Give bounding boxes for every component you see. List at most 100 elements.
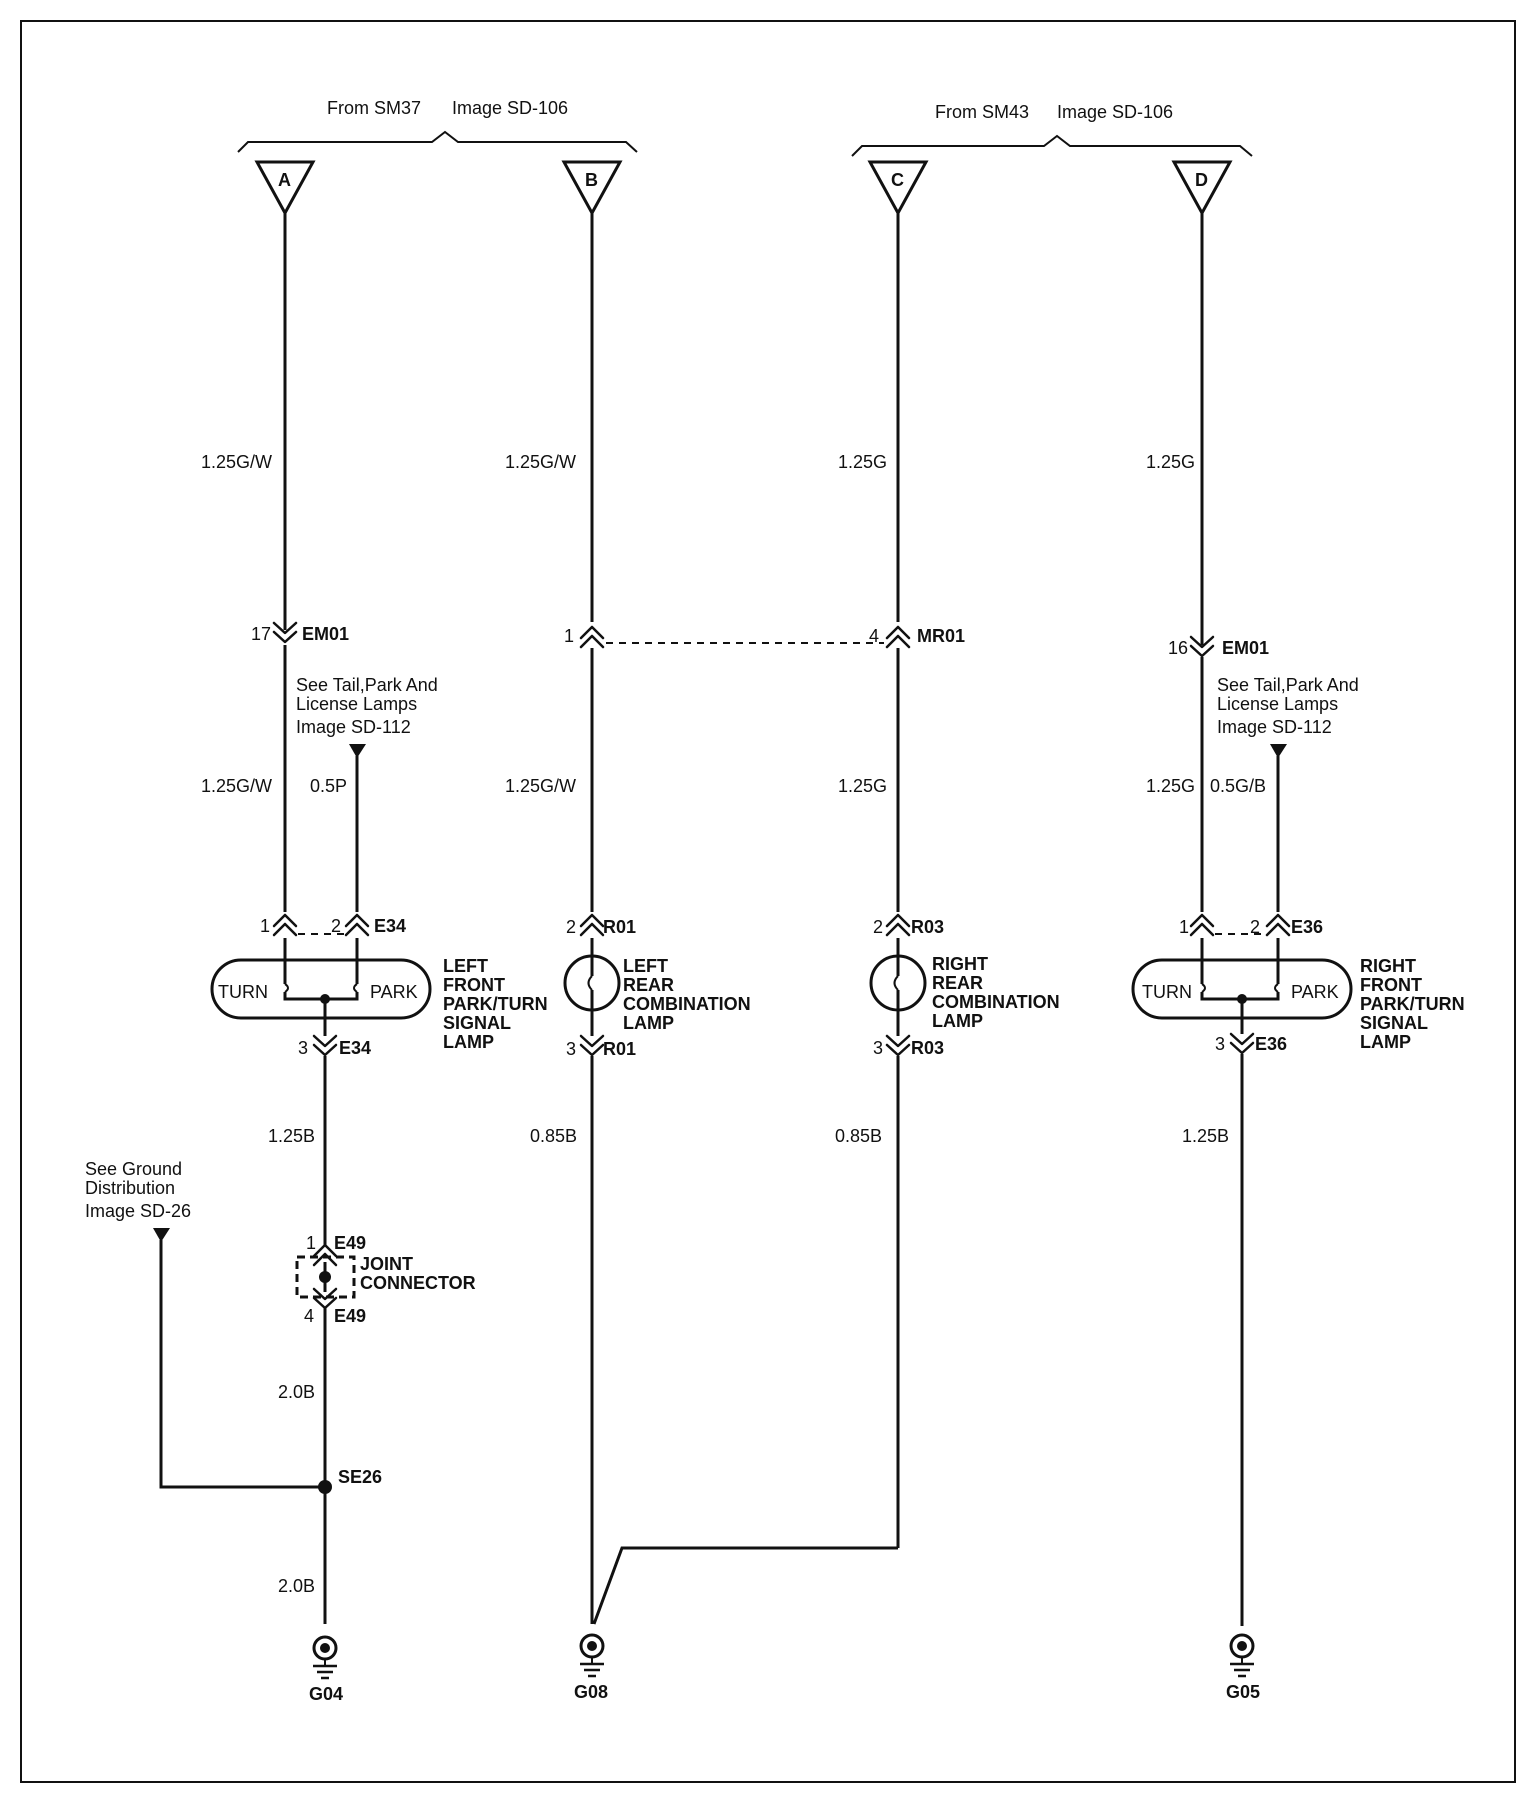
wire-label-se-out: 2.0B	[278, 1576, 315, 1596]
svg-text:EM01: EM01	[302, 624, 349, 644]
svg-text:1: 1	[306, 1233, 316, 1253]
svg-text:FRONT: FRONT	[1360, 975, 1422, 995]
wire-rr-to-g08	[592, 1546, 898, 1625]
svg-text:Image SD-26: Image SD-26	[85, 1201, 191, 1221]
svg-text:E49: E49	[334, 1233, 366, 1253]
svg-text:B: B	[585, 170, 598, 190]
wire-label-rr-out: 0.85B	[835, 1126, 882, 1146]
svg-text:LAMP: LAMP	[623, 1013, 674, 1033]
svg-text:Image SD-112: Image SD-112	[1217, 717, 1332, 737]
svg-text:RIGHT: RIGHT	[932, 954, 988, 974]
svg-text:3: 3	[1215, 1034, 1225, 1054]
connector-e36-bottom: 3 E36	[1215, 999, 1287, 1055]
svg-text:PARK: PARK	[370, 982, 418, 1002]
svg-text:JOINT: JOINT	[360, 1254, 413, 1274]
wire-label-a-top: 1.25G/W	[201, 452, 272, 472]
svg-text:R01: R01	[603, 1039, 636, 1059]
svg-text:See Ground: See Ground	[85, 1159, 182, 1179]
svg-text:LAMP: LAMP	[932, 1011, 983, 1031]
source-bracket-right: From SM43 Image SD-106	[851, 102, 1253, 157]
svg-text:2: 2	[1250, 917, 1260, 937]
terminal-b: B	[561, 160, 623, 217]
connector-r03-top: 2 R03	[873, 913, 944, 937]
svg-text:MR01: MR01	[917, 626, 965, 646]
svg-text:LAMP: LAMP	[1360, 1032, 1411, 1052]
svg-text:G08: G08	[574, 1682, 608, 1702]
svg-text:E34: E34	[374, 916, 406, 936]
svg-text:E36: E36	[1255, 1034, 1287, 1054]
wire-label-a-mid: 1.25G/W	[201, 776, 272, 796]
svg-text:G04: G04	[309, 1684, 343, 1704]
svg-text:License Lamps: License Lamps	[296, 694, 417, 714]
right-front-park-turn-lamp: TURN PARK RIGHT FRONT PARK/TURN SIGNAL L…	[1131, 938, 1465, 1052]
source-left-image: Image SD-106	[452, 98, 568, 118]
joint-connector-e49: 1 E49 4 E49 JOINT CONNECTOR	[295, 1233, 476, 1326]
wire-label-rf-out: 1.25B	[1182, 1126, 1229, 1146]
diagram-frame	[20, 20, 1516, 1783]
connector-em01-left: 17 EM01	[251, 621, 349, 644]
svg-text:PARK/TURN: PARK/TURN	[443, 994, 548, 1014]
source-bracket-left: From SM37 Image SD-106	[237, 98, 638, 153]
wire-label-b-top: 1.25G/W	[505, 452, 576, 472]
svg-text:SE26: SE26	[338, 1467, 382, 1487]
svg-text:TURN: TURN	[218, 982, 268, 1002]
terminal-d: D	[1171, 160, 1233, 217]
svg-text:R01: R01	[603, 917, 636, 937]
source-right-from: From SM43	[935, 102, 1029, 122]
svg-text:LAMP: LAMP	[443, 1032, 494, 1052]
ground-g08: G08	[574, 1633, 608, 1702]
connector-em01-right: 16 EM01	[1168, 635, 1269, 658]
ground-g05: G05	[1226, 1633, 1260, 1702]
wire-label-d-mid: 1.25G	[1146, 776, 1195, 796]
svg-text:License Lamps: License Lamps	[1217, 694, 1338, 714]
svg-text:R03: R03	[911, 917, 944, 937]
svg-text:1: 1	[564, 626, 574, 646]
svg-text:See Tail,Park And: See Tail,Park And	[1217, 675, 1359, 695]
connector-e34-bottom: 3 E34	[298, 999, 371, 1058]
svg-text:LEFT: LEFT	[623, 956, 668, 976]
wire-label-d-top: 1.25G	[1146, 452, 1195, 472]
splice-se26: SE26	[318, 1467, 382, 1494]
svg-text:2: 2	[331, 916, 341, 936]
svg-text:TURN: TURN	[1142, 982, 1192, 1002]
svg-text:D: D	[1195, 170, 1208, 190]
connector-mr01: 1 4 MR01	[564, 625, 965, 649]
svg-text:4: 4	[304, 1306, 314, 1326]
wire-label-jc-out: 2.0B	[278, 1382, 315, 1402]
svg-text:G05: G05	[1226, 1682, 1260, 1702]
svg-text:COMBINATION: COMBINATION	[623, 994, 751, 1014]
svg-text:REAR: REAR	[932, 973, 983, 993]
svg-text:E49: E49	[334, 1306, 366, 1326]
ref-tail-park-right: See Tail,Park And License Lamps Image SD…	[1217, 675, 1359, 758]
svg-text:1: 1	[260, 916, 270, 936]
svg-text:COMBINATION: COMBINATION	[932, 992, 1060, 1012]
svg-text:3: 3	[873, 1038, 883, 1058]
connector-e34-top: 1 2 E34	[260, 913, 406, 937]
svg-text:A: A	[278, 170, 291, 190]
svg-text:4: 4	[869, 626, 879, 646]
terminal-a: A	[254, 160, 316, 217]
svg-text:1: 1	[1179, 917, 1189, 937]
svg-text:Image SD-112: Image SD-112	[296, 717, 411, 737]
right-rear-combination-lamp: RIGHT REAR COMBINATION LAMP	[869, 938, 1060, 1036]
ref-ground-distribution: See Ground Distribution Image SD-26	[85, 1159, 325, 1489]
wire-label-lf-out: 1.25B	[268, 1126, 315, 1146]
connector-r01-bottom: 3 R01	[566, 1034, 636, 1059]
svg-text:2: 2	[566, 917, 576, 937]
svg-text:FRONT: FRONT	[443, 975, 505, 995]
source-right-image: Image SD-106	[1057, 102, 1173, 122]
svg-text:CONNECTOR: CONNECTOR	[360, 1273, 476, 1293]
left-rear-combination-lamp: LEFT REAR COMBINATION LAMP	[563, 938, 751, 1036]
ground-g04: G04	[309, 1635, 343, 1704]
svg-text:17: 17	[251, 624, 271, 644]
wire-label-c-mid: 1.25G	[838, 776, 887, 796]
svg-text:3: 3	[566, 1039, 576, 1059]
connector-r01-top: 2 R01	[566, 913, 636, 937]
svg-text:REAR: REAR	[623, 975, 674, 995]
wire-label-b-mid: 1.25G/W	[505, 776, 576, 796]
wire-label-c-top: 1.25G	[838, 452, 887, 472]
svg-text:See Tail,Park And: See Tail,Park And	[296, 675, 438, 695]
svg-text:PARK: PARK	[1291, 982, 1339, 1002]
svg-text:SIGNAL: SIGNAL	[443, 1013, 511, 1033]
